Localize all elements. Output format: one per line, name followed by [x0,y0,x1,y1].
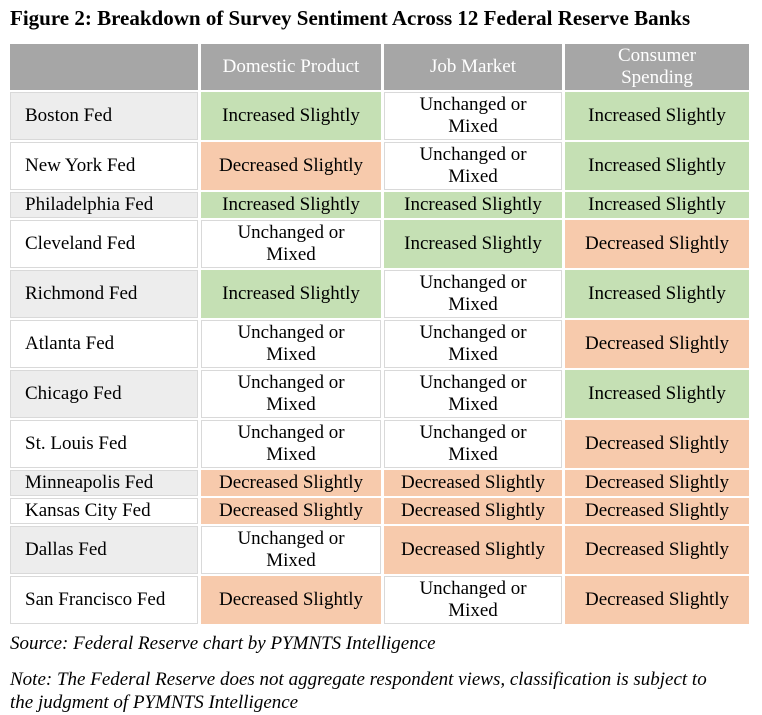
column-header: Job Market [384,44,562,90]
sentiment-cell: Decreased Slightly [565,576,749,624]
figure-title: Figure 2: Breakdown of Survey Sentiment … [10,6,691,30]
sentiment-cell: Unchanged or Mixed [384,370,562,418]
sentiment-cell: Unchanged or Mixed [384,576,562,624]
sentiment-cell: Increased Slightly [201,192,381,218]
sentiment-cell: Unchanged or Mixed [384,420,562,468]
sentiment-cell: Increased Slightly [201,92,381,140]
bank-name-cell: Richmond Fed [10,270,198,318]
bank-name-cell: Chicago Fed [10,370,198,418]
sentiment-cell: Increased Slightly [201,270,381,318]
sentiment-cell: Decreased Slightly [201,576,381,624]
sentiment-cell: Increased Slightly [565,142,749,190]
column-header: Consumer Spending [565,44,749,90]
sentiment-cell: Increased Slightly [565,270,749,318]
sentiment-cell: Decreased Slightly [384,470,562,496]
sentiment-cell: Increased Slightly [565,92,749,140]
sentiment-cell: Decreased Slightly [565,498,749,524]
bank-name-cell: Cleveland Fed [10,220,198,268]
bank-name-cell: Atlanta Fed [10,320,198,368]
bank-name-cell: St. Louis Fed [10,420,198,468]
sentiment-cell: Decreased Slightly [565,470,749,496]
sentiment-cell: Unchanged or Mixed [384,92,562,140]
sentiment-cell: Unchanged or Mixed [384,142,562,190]
sentiment-cell: Decreased Slightly [565,420,749,468]
sentiment-cell: Unchanged or Mixed [384,270,562,318]
figure-container: Figure 2: Breakdown of Survey Sentiment … [10,6,762,714]
corner-header-cell [10,44,198,90]
bank-name-cell: Kansas City Fed [10,498,198,524]
sentiment-cell: Increased Slightly [565,370,749,418]
sentiment-cell: Unchanged or Mixed [201,420,381,468]
sentiment-cell: Unchanged or Mixed [201,320,381,368]
sentiment-cell: Decreased Slightly [565,320,749,368]
sentiment-cell: Unchanged or Mixed [201,526,381,574]
sentiment-cell: Decreased Slightly [384,526,562,574]
bank-name-cell: Dallas Fed [10,526,198,574]
bank-name-cell: Minneapolis Fed [10,470,198,496]
sentiment-cell: Decreased Slightly [565,220,749,268]
footnote: Note: The Federal Reserve does not aggre… [10,669,707,713]
sentiment-cell: Unchanged or Mixed [201,220,381,268]
bank-name-cell: Philadelphia Fed [10,192,198,218]
bank-name-cell: New York Fed [10,142,198,190]
column-header: Domestic Product [201,44,381,90]
source-note: Source: Federal Reserve chart by PYMNTS … [10,633,436,654]
bank-name-cell: Boston Fed [10,92,198,140]
bank-name-cell: San Francisco Fed [10,576,198,624]
sentiment-cell: Decreased Slightly [384,498,562,524]
sentiment-cell: Decreased Slightly [201,470,381,496]
sentiment-cell: Decreased Slightly [565,526,749,574]
sentiment-cell: Increased Slightly [384,220,562,268]
sentiment-cell: Increased Slightly [565,192,749,218]
sentiment-cell: Decreased Slightly [201,142,381,190]
sentiment-cell: Unchanged or Mixed [384,320,562,368]
sentiment-cell: Decreased Slightly [201,498,381,524]
sentiment-cell: Unchanged or Mixed [201,370,381,418]
sentiment-cell: Increased Slightly [384,192,562,218]
